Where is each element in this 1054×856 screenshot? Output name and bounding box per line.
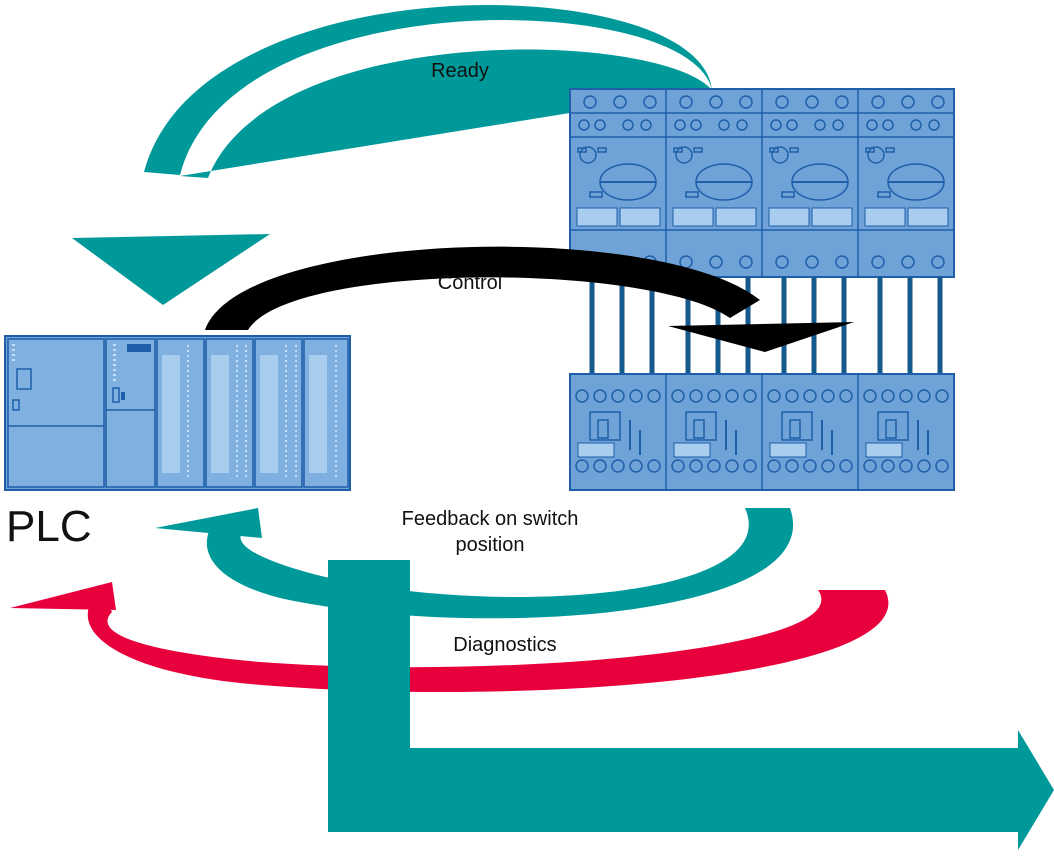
plc-rack — [4, 335, 351, 491]
label-control: Control — [437, 272, 503, 294]
wiring — [589, 277, 943, 374]
ready-arrow — [72, 5, 712, 305]
label-diagnostics: Diagnostics — [453, 634, 557, 656]
label-feedback: Feedback on switch position — [401, 508, 579, 556]
control-arrow — [205, 246, 854, 352]
label-ready: Ready — [431, 60, 489, 82]
diagnostics-arrow — [10, 582, 889, 692]
output-arrow — [328, 560, 1054, 850]
contactors — [569, 373, 955, 491]
label-plc: PLC — [6, 502, 92, 551]
circuit-breakers — [569, 88, 955, 278]
